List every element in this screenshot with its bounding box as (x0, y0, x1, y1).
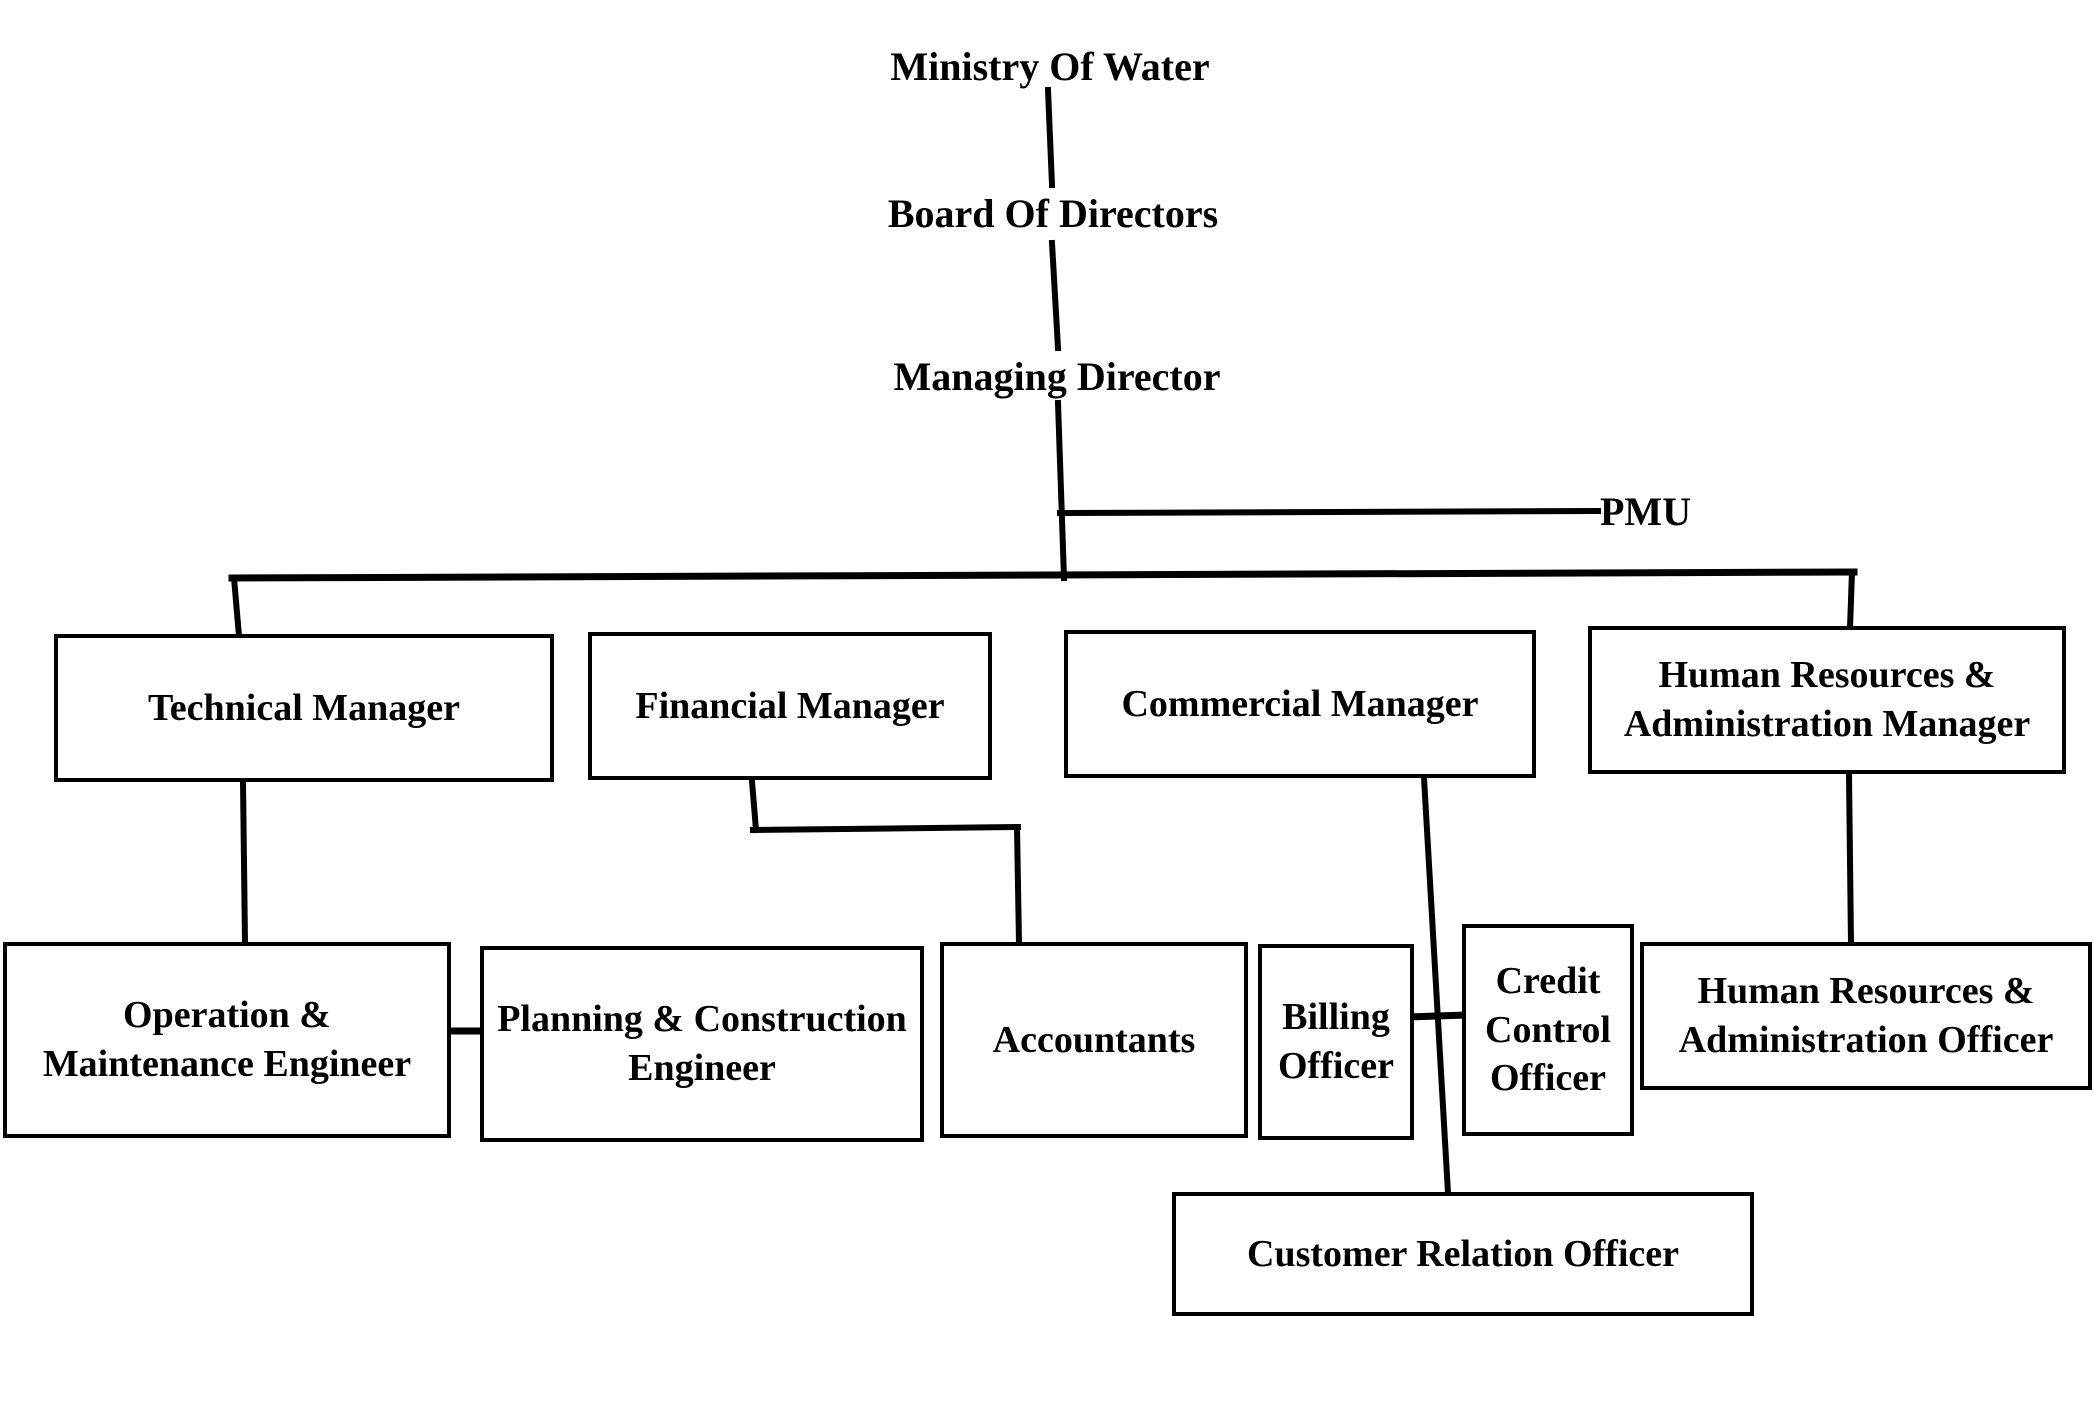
node-pmu[interactable]: PMU (1600, 484, 1740, 538)
node-ministry-of-water[interactable]: Ministry Of Water (820, 38, 1280, 94)
node-label-text: Customer Relation Officer (1247, 1232, 1679, 1275)
edge-financial-manager-down (748, 777, 760, 834)
node-hr-admin-officer[interactable]: Human Resources & Administration Officer (1640, 942, 2092, 1090)
node-hr-admin-manager[interactable]: Human Resources & Administration Manager (1588, 626, 2066, 774)
node-managing-director[interactable]: Managing Director (822, 348, 1292, 404)
node-label-text: Operation & Maintenance Engineer (42, 994, 412, 1085)
node-label-text: Financial Manager (635, 684, 945, 727)
edge-board-to-md (1048, 239, 1062, 352)
node-billing-officer[interactable]: Billing Officer (1258, 944, 1414, 1140)
node-label-text: Accountants (992, 1018, 1196, 1061)
node-commercial-manager[interactable]: Commercial Manager (1064, 630, 1536, 778)
node-label-text: Commercial Manager (1121, 682, 1479, 725)
edge-bus-to-hr-admin-manager (1846, 568, 1856, 632)
edge-md-to-pmu (1056, 507, 1602, 517)
node-customer-relation-officer[interactable]: Customer Relation Officer (1172, 1192, 1754, 1316)
edge-ministry-to-board (1044, 86, 1056, 189)
node-label-text: Ministry Of Water (890, 43, 1210, 89)
node-label-text: Credit Control Officer (1485, 960, 1611, 1100)
edge-technical-manager-to-om-engineer (239, 777, 249, 948)
node-label-text: Technical Manager (147, 686, 461, 729)
node-operation-maintenance-engineer[interactable]: Operation & Maintenance Engineer (3, 942, 451, 1138)
node-technical-manager[interactable]: Technical Manager (54, 634, 554, 782)
node-financial-manager[interactable]: Financial Manager (588, 632, 992, 780)
edge-financial-manager-to-accountants (1013, 823, 1023, 948)
edge-bus-to-technical-manager (230, 574, 243, 640)
edge-financial-manager-across (749, 823, 1022, 834)
node-label-text: Billing Officer (1277, 996, 1395, 1087)
node-board-of-directors[interactable]: Board Of Directors (818, 185, 1288, 241)
edge-md-down (1054, 399, 1068, 582)
node-accountants[interactable]: Accountants (940, 942, 1248, 1138)
node-label-text: Board Of Directors (887, 190, 1219, 236)
node-credit-control-officer[interactable]: Credit Control Officer (1462, 924, 1634, 1136)
node-label-text: PMU (1600, 488, 1692, 534)
edge-commercial-manager-to-cro (1420, 774, 1452, 1197)
edge-manager-bus (228, 568, 1858, 582)
node-label-text: Managing Director (893, 353, 1221, 399)
node-label-text: Planning & Construction Engineer (497, 998, 907, 1089)
node-planning-construction-engineer[interactable]: Planning & Construction Engineer (480, 946, 924, 1142)
node-label-text: Human Resources & Administration Officer (1678, 970, 2054, 1061)
edge-hr-admin-manager-to-officer (1845, 771, 1855, 948)
node-label-text: Human Resources & Administration Manager (1623, 654, 2031, 745)
